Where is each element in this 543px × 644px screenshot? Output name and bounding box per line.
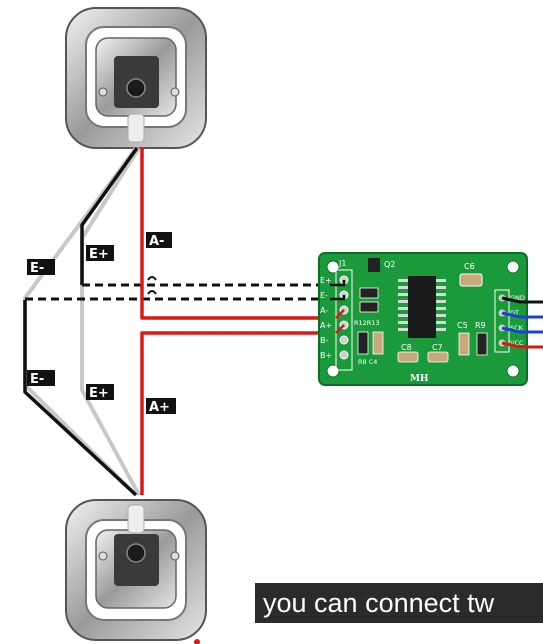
- label-r9: R9: [475, 321, 486, 330]
- label-a-minus: A-: [146, 232, 172, 249]
- label-e-plus-bottom-text: E+: [89, 386, 109, 401]
- pin-b-plus: B+: [320, 351, 332, 360]
- label-a-plus: A+: [146, 398, 176, 415]
- label-e-plus-top: E+: [86, 245, 114, 262]
- pin-vcc: VCC: [510, 339, 524, 347]
- pin-a-minus: A-: [320, 306, 328, 315]
- label-r8c4: R8 C4: [358, 358, 377, 366]
- label-c5: C5: [457, 321, 468, 330]
- label-q2: Q2: [384, 260, 395, 269]
- wire-black-bottom: [23, 300, 138, 497]
- wire-sck-out: [501, 326, 543, 334]
- label-e-plus-bottom: E+: [86, 384, 114, 401]
- marker-dot: [194, 639, 200, 644]
- board-wires: [330, 280, 543, 349]
- label-j1: J1: [338, 259, 346, 268]
- pin-b-minus: B-: [320, 336, 328, 345]
- label-r12r13: R12R13: [354, 319, 380, 327]
- label-c6: C6: [464, 262, 475, 271]
- wire-black-top: [80, 146, 139, 285]
- label-a-plus-text: A+: [149, 400, 170, 415]
- label-a-minus-text: A-: [149, 234, 164, 249]
- pin-gnd: GND: [510, 294, 525, 302]
- board-mark: MH: [410, 374, 429, 384]
- pin-e-minus: E-: [320, 291, 328, 300]
- video-caption: you can connect tw: [255, 583, 543, 623]
- wire-white-e-plus: [80, 146, 141, 496]
- wires: [23, 146, 336, 497]
- pin-sck: SCK: [510, 324, 524, 332]
- load-cell-top: [65, 7, 207, 149]
- wire-vcc-out: [501, 341, 543, 349]
- label-e-minus-bottom-text: E-: [30, 372, 44, 387]
- label-c8: C8: [401, 343, 412, 352]
- wire-red-a-minus: [140, 148, 336, 320]
- wire-gnd-out: [501, 296, 543, 304]
- pin-a-plus: A+: [320, 321, 332, 330]
- load-cell-bottom: [65, 499, 207, 641]
- label-e-minus-bottom: E-: [27, 370, 55, 387]
- pin-dt: DT: [510, 309, 519, 317]
- label-e-minus-top-text: E-: [30, 261, 44, 276]
- chip-u7: [398, 276, 446, 338]
- label-e-plus-top-text: E+: [89, 247, 109, 262]
- hx711-board: E+ E- A- A+ B- B+ J1 Q2 C6: [318, 252, 528, 386]
- wire-dt-out: [501, 311, 543, 319]
- label-e-minus-top: E-: [27, 259, 55, 276]
- label-c7: C7: [432, 343, 443, 352]
- wire-red-a-plus: [140, 331, 336, 495]
- pin-e-plus: E+: [320, 276, 332, 285]
